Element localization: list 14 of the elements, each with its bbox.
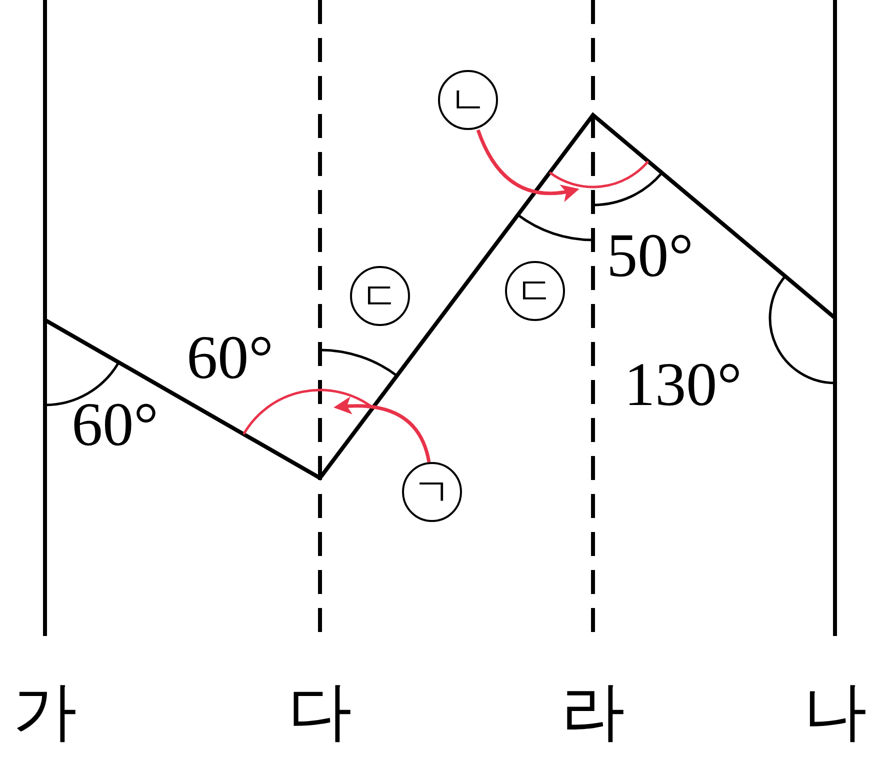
line-label: 가 (13, 680, 77, 744)
line-label: 라 (561, 680, 625, 744)
angle-label: 130° (624, 354, 742, 416)
circled-letter: ㄴ (438, 70, 498, 130)
angle-label: 60° (72, 394, 158, 456)
line-label: 나 (803, 680, 867, 744)
angle-label: 50° (606, 225, 694, 287)
angle-label: 60° (186, 327, 274, 389)
curved-arrow (334, 396, 431, 462)
line-label: 다 (288, 680, 352, 744)
circled-letter: ㄷ (350, 266, 410, 326)
curved-arrow (476, 129, 580, 202)
circled-letter: ㄷ (505, 261, 565, 321)
circled-letter: ㄱ (402, 462, 462, 522)
